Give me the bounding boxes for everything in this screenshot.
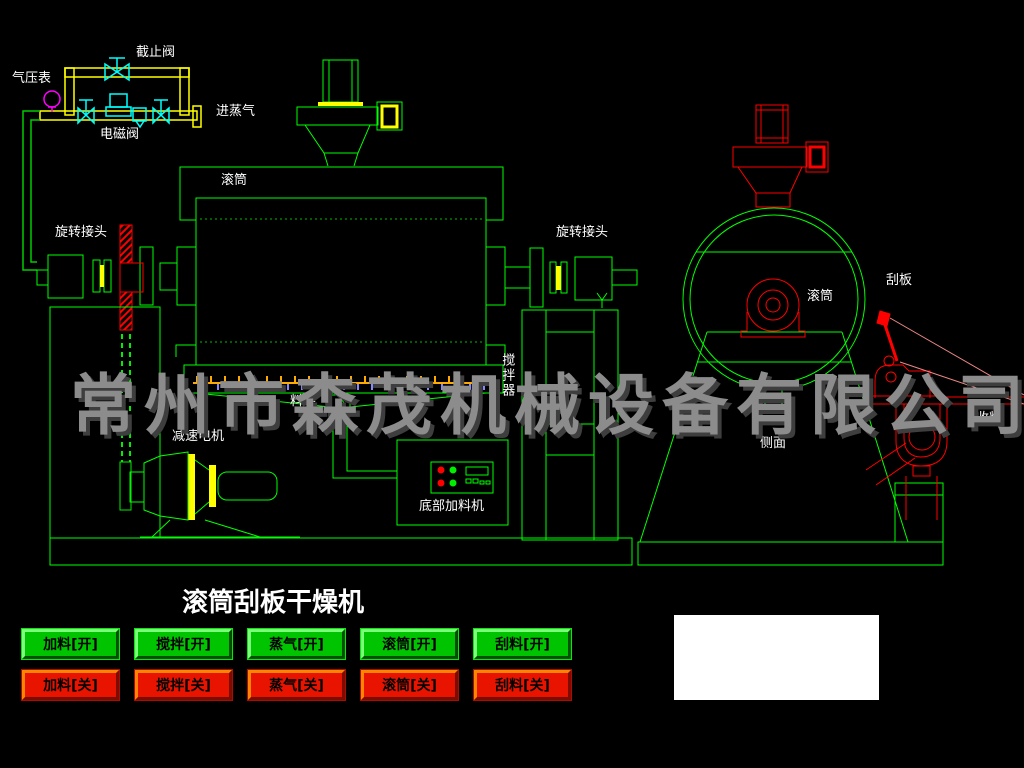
feeder-display — [465, 466, 489, 476]
belt-drive — [119, 334, 132, 511]
agitate-on-button[interactable]: 搅拌[开] — [134, 628, 233, 660]
agitate-off-button[interactable]: 搅拌[关] — [134, 669, 233, 701]
label-stop-valve: 截止阀 — [136, 45, 176, 60]
base-front — [49, 537, 633, 566]
drum-hub — [740, 278, 806, 338]
top-feeder-front — [296, 59, 403, 167]
red-lamp-2 — [437, 479, 445, 487]
drum-front — [175, 166, 506, 366]
manual-valve-left-icon[interactable] — [77, 99, 95, 125]
agitator-trough — [183, 364, 504, 479]
blank-panel — [674, 615, 879, 700]
label-drum-front: 滚筒 — [221, 173, 248, 188]
drum-on-button[interactable]: 滚筒[开] — [360, 628, 459, 660]
steam-off-button[interactable]: 蒸气[关] — [247, 669, 346, 701]
label-bottom-feeder: 底部加料机 — [419, 499, 485, 514]
label-collect: 收料 — [976, 411, 1003, 426]
page-title: 滚筒刮板干燥机 — [182, 588, 365, 618]
label-pressure-gauge: 气压表 — [12, 71, 52, 86]
label-gear-motor: 减速电机 — [172, 429, 225, 444]
scrape-on-button[interactable]: 刮料[开] — [473, 628, 572, 660]
main-steam-pipe — [39, 110, 198, 121]
label-agitator: 搅拌器 — [499, 353, 515, 398]
chute-line-upper — [889, 317, 1024, 396]
gear-motor — [129, 451, 300, 538]
manual-valve-right-icon[interactable] — [152, 99, 170, 125]
scraper-mechanism — [862, 310, 1024, 520]
base-side — [637, 541, 944, 566]
steam-inlet-flange — [192, 105, 202, 128]
label-side-view: 侧面 — [760, 436, 787, 451]
bypass-riser-right — [179, 67, 190, 116]
rotary-joint-left — [36, 224, 197, 331]
button-row-on: 加料[开] 搅拌[开] 蒸气[开] 滚筒[开] 刮料[开] — [21, 628, 572, 660]
feed-off-button[interactable]: 加料[关] — [21, 669, 120, 701]
stop-valve-icon[interactable] — [104, 57, 130, 82]
label-steam-inlet: 进蒸气 — [216, 104, 256, 119]
label-scraper: 刮板 — [886, 273, 913, 288]
green-lamp-2 — [449, 479, 457, 487]
support-frames — [49, 306, 633, 566]
scraper-handle-tip — [876, 310, 891, 327]
rotary-joint-right — [485, 246, 638, 308]
steam-on-button[interactable]: 蒸气[开] — [247, 628, 346, 660]
chute-line-lower — [899, 361, 1024, 405]
button-row-off: 加料[关] 搅拌[关] 蒸气[关] 滚筒[关] 刮料[关] — [21, 669, 572, 701]
drive-gear — [119, 224, 144, 331]
pressure-gauge — [43, 90, 61, 112]
drum-off-button[interactable]: 滚筒[关] — [360, 669, 459, 701]
green-lamp-1 — [449, 466, 457, 474]
solenoid-valve-icon[interactable] — [105, 93, 147, 129]
label-solenoid-valve: 电磁阀 — [100, 127, 140, 142]
label-drum-side: 滚筒 — [807, 289, 834, 304]
condensate-pipe — [22, 110, 40, 271]
top-feeder-side — [732, 104, 829, 208]
drum-side-view — [637, 207, 944, 566]
scrape-off-button[interactable]: 刮料[关] — [473, 669, 572, 701]
red-lamp-1 — [437, 466, 445, 474]
bottom-feeder-box — [396, 439, 509, 526]
bypass-riser-left — [64, 67, 75, 116]
steam-piping — [39, 67, 202, 128]
bypass-top-pipe — [64, 67, 190, 78]
label-rotary-joint-right: 旋转接头 — [556, 225, 609, 240]
feed-on-button[interactable]: 加料[开] — [21, 628, 120, 660]
label-rotary-joint-left: 旋转接头 — [55, 225, 108, 240]
label-hopper: 料斗 — [290, 394, 317, 409]
dryer-diagram — [22, 57, 1024, 566]
